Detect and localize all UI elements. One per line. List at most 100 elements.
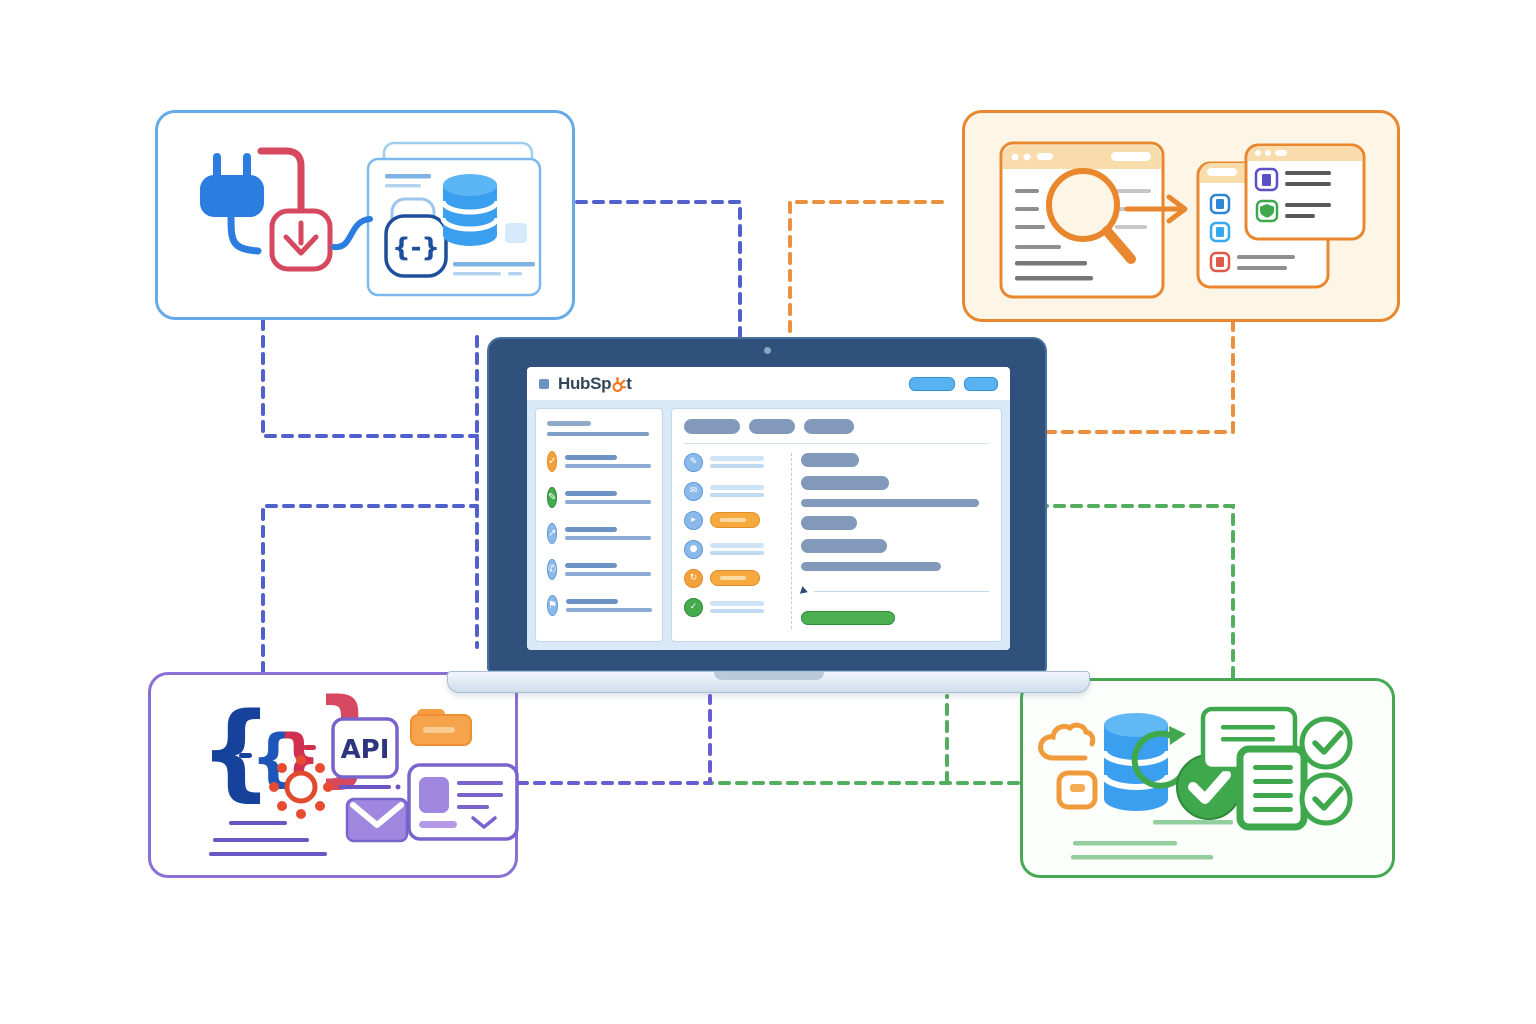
sidebar-item: ✓	[547, 451, 652, 472]
hubspot-sprocket-icon	[612, 376, 627, 392]
connector-bottom-right-up	[1023, 504, 1235, 679]
connector-top-right-down	[1023, 319, 1235, 434]
svg-text:{-}: {-}	[392, 233, 440, 263]
main-panel: ✎ ✉ ▸ ●	[671, 408, 1002, 642]
api-box-icon: API	[331, 717, 401, 790]
text-bar	[801, 476, 889, 490]
cursor-icon	[799, 586, 810, 596]
trend-circle-icon: ↗	[547, 523, 558, 544]
connector-bottom-left-to-laptop	[516, 694, 712, 785]
list-item: ✓	[684, 596, 788, 618]
sidebar-item: ↗	[547, 523, 652, 544]
item-text-lines	[710, 456, 764, 468]
sidebar-title-line	[547, 421, 591, 426]
connector-top-right-to-laptop	[788, 200, 944, 347]
tab-row	[684, 419, 989, 434]
chat-braces-icon: {-}	[384, 197, 448, 278]
item-text-lines	[710, 601, 764, 613]
header-button	[964, 376, 998, 391]
checklist-document-front	[1236, 745, 1308, 831]
burst-icon	[269, 755, 333, 819]
sync-validate-card	[1020, 678, 1395, 878]
text-bar	[801, 516, 857, 530]
source-box-icon	[1056, 770, 1098, 810]
item-text-lines	[565, 599, 652, 612]
call-circle-icon: ✆	[547, 559, 558, 580]
main-content: ✎ ✉ ▸ ●	[684, 451, 989, 631]
record-icon: ✎	[684, 452, 703, 472]
text-bar	[801, 562, 941, 571]
status-badge	[710, 512, 760, 528]
detail-column	[799, 451, 989, 631]
laptop-base	[447, 671, 1090, 693]
api-label: API	[341, 735, 390, 765]
magnifier-icon	[1046, 168, 1136, 264]
record-list: ✎ ✉ ▸ ●	[684, 451, 788, 631]
database-icon	[440, 174, 500, 246]
connector-top-left-down	[261, 318, 479, 438]
record-icon: ●	[684, 539, 703, 559]
data-import-illustration: {-}	[200, 141, 542, 297]
record-icon: ↻	[684, 568, 703, 588]
text-bar	[801, 499, 979, 507]
primary-action-button	[801, 611, 895, 625]
text-lines	[1071, 820, 1233, 860]
data-import-card: {-}	[155, 110, 575, 320]
text-lines	[453, 262, 535, 276]
flag-circle-icon: ⚑	[547, 595, 558, 616]
tab-pill	[804, 419, 854, 434]
record-icon: ✓	[684, 597, 703, 617]
record-icon: ▸	[684, 510, 703, 530]
developer-api-illustration: { { } } API	[199, 676, 519, 856]
text-lines	[209, 821, 327, 856]
search-mapping-card	[962, 110, 1400, 322]
mapping-window-front	[1244, 143, 1366, 241]
divider	[814, 590, 989, 592]
text-bar	[801, 539, 887, 553]
list-item: ▸	[684, 509, 788, 531]
hubspot-logo: HubSp t	[558, 374, 632, 394]
list-item: ●	[684, 538, 788, 560]
item-text-lines	[565, 563, 652, 576]
status-badge	[710, 570, 760, 586]
cloud-icon	[1038, 722, 1096, 761]
arrow-right-icon	[1124, 194, 1188, 224]
list-item: ↻	[684, 567, 788, 589]
power-plug-icon	[200, 153, 264, 255]
flow-curve	[331, 216, 373, 250]
brand-text-prefix: HubSp	[558, 373, 612, 393]
sidebar-title-line	[547, 432, 649, 436]
laptop-hinge-notch	[713, 672, 824, 680]
tab-pill	[684, 419, 740, 434]
header-button	[909, 376, 955, 391]
item-text-lines	[565, 527, 652, 540]
brand-text-suffix: t	[626, 373, 632, 393]
divider	[684, 443, 989, 444]
edit-circle-icon: ✎	[547, 487, 558, 508]
envelope-icon	[345, 797, 409, 843]
dashed-divider	[791, 453, 792, 629]
svg-text:{: {	[199, 690, 273, 812]
webcam-dot	[764, 347, 771, 354]
sync-arrow-icon	[1131, 726, 1186, 789]
app-header: HubSp t	[527, 367, 1010, 400]
app-menu-icon	[539, 378, 549, 389]
laptop-screen: HubSp t	[487, 337, 1047, 672]
item-text-lines	[565, 491, 652, 504]
folder-icon	[410, 709, 472, 746]
hubspot-app-window: HubSp t	[527, 367, 1010, 650]
sidebar-item: ✎	[547, 487, 652, 508]
thumbnail-block	[505, 223, 527, 243]
item-text-lines	[710, 543, 764, 555]
connector-top-left-to-laptop	[575, 200, 742, 349]
sync-validate-illustration	[1038, 706, 1353, 860]
flow-curve	[257, 147, 305, 213]
contact-card-icon	[407, 763, 519, 841]
tab-pill	[749, 419, 795, 434]
connector-bottom-left-up	[261, 504, 479, 674]
sidebar-item: ✆	[547, 559, 652, 580]
developer-api-card: { { } } API	[148, 672, 519, 878]
list-item: ✎	[684, 451, 788, 473]
check-circle-icon: ✓	[547, 451, 558, 472]
